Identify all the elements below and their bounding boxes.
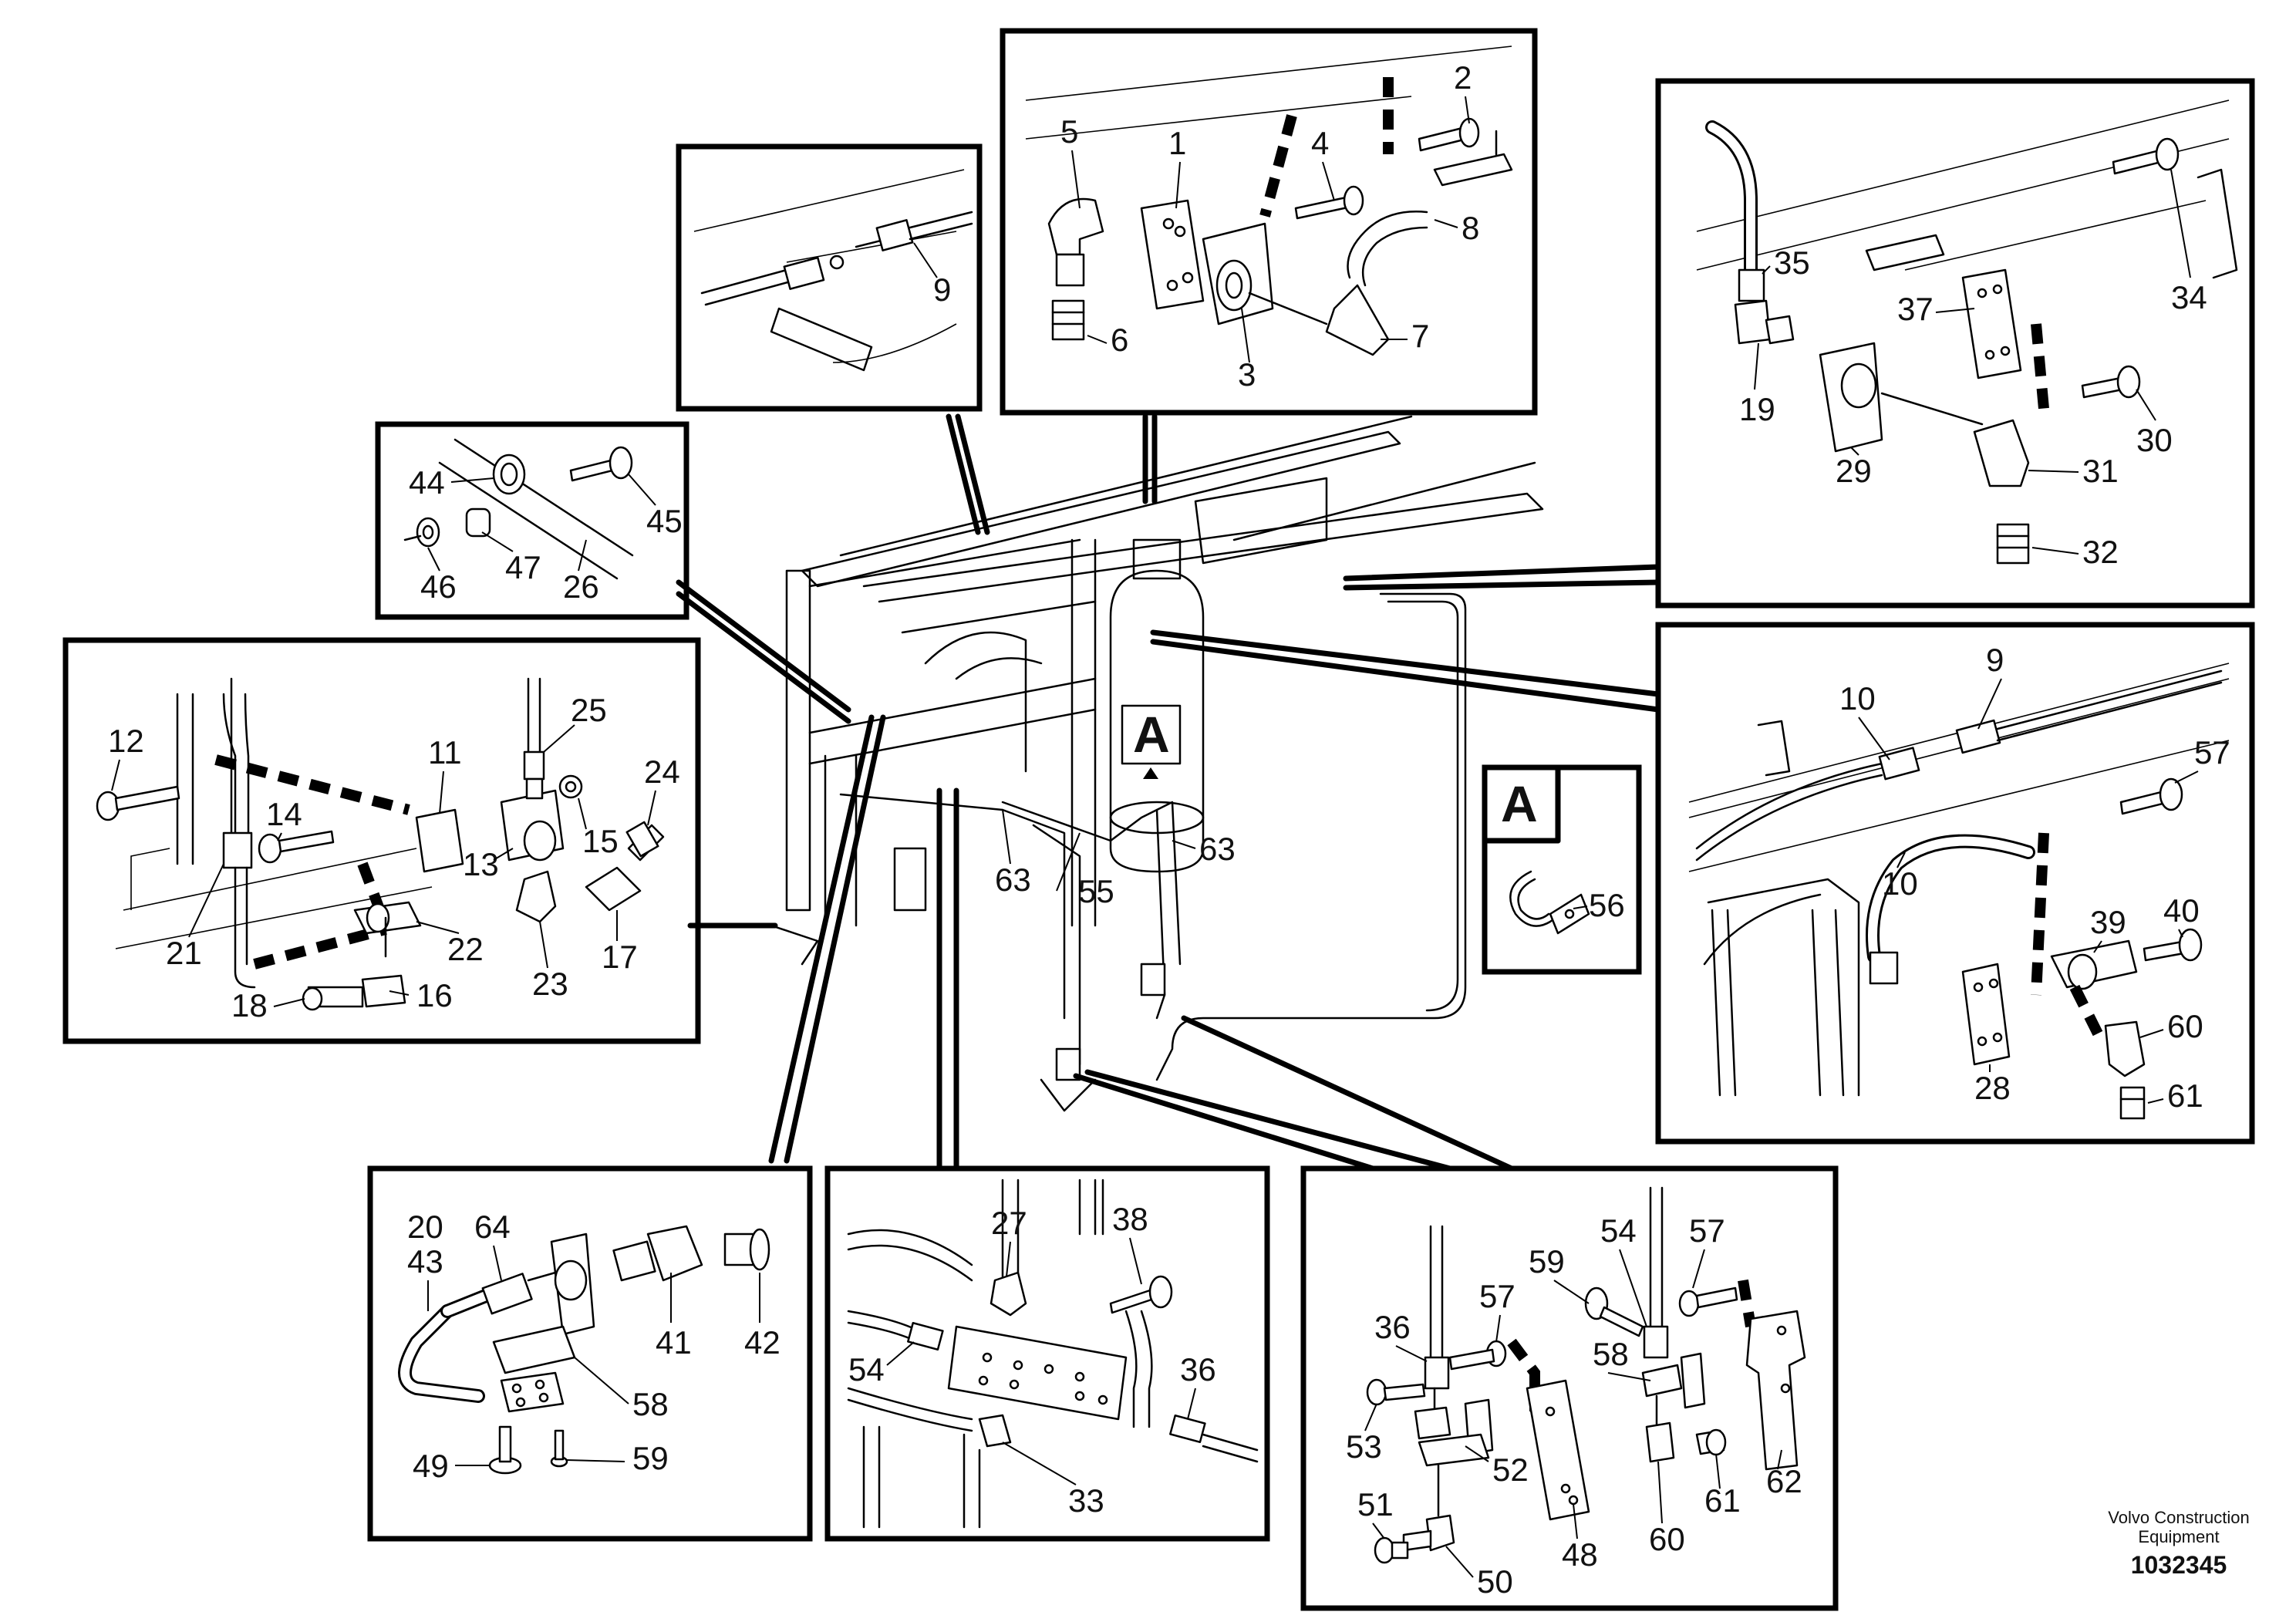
callout-10a: 10	[1839, 680, 1876, 717]
callout-35: 35	[1774, 244, 1810, 281]
panel-9	[676, 143, 983, 412]
callout-55: 55	[1078, 873, 1114, 909]
callout-49: 49	[413, 1448, 449, 1484]
callout-8: 8	[1462, 210, 1479, 246]
callout-14: 14	[266, 796, 302, 832]
callout-57c: 57	[2194, 734, 2230, 771]
callout-21: 21	[166, 935, 202, 971]
callout-44: 44	[409, 464, 445, 501]
callout-24: 24	[644, 754, 680, 790]
callout-50: 50	[1477, 1563, 1513, 1600]
callout-51: 51	[1357, 1486, 1394, 1523]
panel-right-top	[1655, 78, 2255, 609]
callout-46: 46	[420, 568, 457, 605]
callout-57b: 57	[1479, 1278, 1515, 1314]
callout-48: 48	[1562, 1536, 1598, 1573]
callout-4: 4	[1311, 125, 1329, 161]
callout-60b: 60	[2167, 1008, 2203, 1044]
callout-9a: 9	[933, 271, 951, 308]
callout-59b: 59	[1529, 1243, 1565, 1280]
panel-top-center	[1000, 28, 1538, 416]
callout-40: 40	[2163, 892, 2200, 929]
callout-10b: 10	[1882, 865, 1918, 902]
panel-bottom-left	[367, 1165, 813, 1542]
panel-26	[375, 421, 689, 620]
callout-54b: 54	[1600, 1212, 1637, 1249]
callout-6: 6	[1111, 322, 1128, 358]
callout-29: 29	[1836, 453, 1872, 489]
view-a-marker: A	[1133, 706, 1170, 763]
callout-61a: 61	[1704, 1482, 1741, 1519]
callout-15: 15	[582, 823, 619, 859]
callout-30: 30	[2136, 422, 2173, 458]
brand-line-1: Volvo Construction	[2108, 1508, 2249, 1527]
callout-32: 32	[2082, 534, 2119, 570]
view-a-panel-label: A	[1501, 775, 1538, 832]
callout-25: 25	[571, 692, 607, 728]
callout-63a: 63	[995, 862, 1031, 898]
callout-37: 37	[1897, 291, 1934, 327]
callout-59a: 59	[632, 1440, 669, 1476]
callout-20: 20	[407, 1209, 443, 1245]
callout-22: 22	[447, 931, 484, 967]
callout-7: 7	[1411, 318, 1429, 354]
panel-bottom-right	[1300, 1165, 1839, 1611]
document-number: 1032345	[2131, 1551, 2227, 1579]
callout-60a: 60	[1649, 1521, 1685, 1557]
callout-23: 23	[532, 966, 568, 1002]
connector-lines	[676, 413, 1661, 1172]
callout-33: 33	[1068, 1482, 1104, 1519]
callout-47: 47	[505, 549, 541, 585]
callout-36b: 36	[1374, 1309, 1411, 1345]
callout-62: 62	[1766, 1463, 1802, 1499]
panel-left	[62, 637, 701, 1044]
callout-45: 45	[646, 503, 683, 539]
callout-36a: 36	[1180, 1351, 1216, 1388]
panel-bottom-mid	[824, 1165, 1270, 1542]
callout-31: 31	[2082, 453, 2119, 489]
callout-19: 19	[1739, 391, 1775, 427]
callout-34: 34	[2171, 279, 2207, 315]
callout-28: 28	[1974, 1070, 2011, 1106]
callout-63b: 63	[1199, 831, 1236, 867]
callout-9b: 9	[1986, 642, 2004, 678]
callout-64: 64	[474, 1209, 511, 1245]
callout-58b: 58	[1593, 1336, 1629, 1372]
callout-16: 16	[416, 977, 453, 1013]
callout-12: 12	[108, 723, 144, 759]
callout-5: 5	[1060, 113, 1078, 150]
callout-42: 42	[744, 1324, 781, 1361]
callout-39: 39	[2090, 904, 2126, 940]
callout-56: 56	[1589, 887, 1625, 923]
callout-17: 17	[602, 939, 638, 975]
callout-54a: 54	[848, 1351, 885, 1388]
main-assembly: A	[770, 415, 1544, 1112]
callout-3: 3	[1238, 356, 1256, 393]
brand-line-2: Equipment	[2138, 1527, 2219, 1546]
callout-53: 53	[1346, 1428, 1382, 1465]
callout-1: 1	[1168, 125, 1186, 161]
callout-2: 2	[1454, 59, 1472, 96]
callout-11: 11	[428, 734, 462, 771]
callout-27: 27	[991, 1205, 1027, 1241]
callout-18: 18	[231, 987, 268, 1023]
callout-43: 43	[407, 1243, 443, 1280]
callout-57a: 57	[1689, 1212, 1725, 1249]
callout-58a: 58	[632, 1386, 669, 1422]
callout-26: 26	[563, 568, 599, 605]
callout-61b: 61	[2167, 1077, 2203, 1114]
callout-52: 52	[1492, 1452, 1529, 1488]
panel-view-a: A	[1482, 764, 1642, 975]
panel-right-mid	[1655, 622, 2255, 1145]
callout-41: 41	[656, 1324, 692, 1361]
callout-38: 38	[1112, 1201, 1148, 1237]
callout-13: 13	[463, 846, 499, 882]
